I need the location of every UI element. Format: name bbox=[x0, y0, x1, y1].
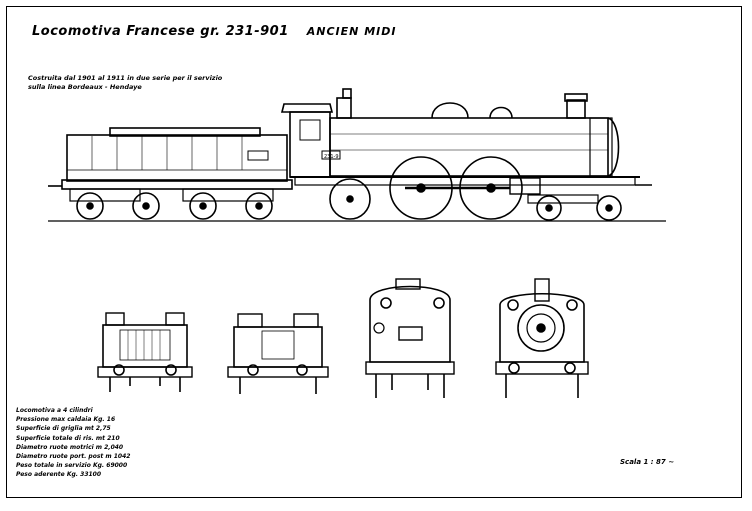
spec-line: Diametro ruote motrici m 2,040 bbox=[16, 443, 124, 451]
history-note: Costruita dal 1901 al 1911 in due serie … bbox=[28, 74, 222, 92]
drawing-sheet bbox=[6, 6, 742, 498]
smokebox-front-view-icon bbox=[495, 278, 589, 398]
tender-front-view-icon bbox=[97, 312, 193, 392]
history-note-line: sulla linea Bordeaux - Hendaye bbox=[28, 83, 142, 91]
title-sub: ANCIEN MIDI bbox=[306, 25, 397, 38]
spec-line: Diametro ruote port. post m 1042 bbox=[16, 453, 131, 461]
drawing-title: Locomotiva Francese gr. 231-901 ANCIEN MI… bbox=[32, 24, 396, 39]
history-note-line: Costruita dal 1901 al 1911 in due serie … bbox=[28, 74, 223, 82]
spec-line: Peso totale in servizio Kg. 69000 bbox=[16, 462, 128, 470]
locomotive-side-drawing-icon: 231-9 bbox=[48, 88, 666, 222]
cab-view-icon bbox=[365, 278, 455, 398]
spec-line: Peso aderente Kg. 33100 bbox=[16, 471, 102, 479]
scale-label: Scala 1 : 87 ~ bbox=[620, 458, 675, 466]
specifications-list: Locomotiva a 4 cilindri Pressione max ca… bbox=[16, 406, 130, 480]
spec-line: Pressione max caldaia Kg. 16 bbox=[16, 416, 116, 424]
spec-line: Locomotiva a 4 cilindri bbox=[16, 407, 93, 414]
number-plate: 231-9 bbox=[324, 154, 339, 160]
tender-rear-view-icon bbox=[227, 313, 329, 394]
title-main: Locomotiva Francese gr. 231-901 bbox=[32, 24, 289, 39]
spec-line: Superficie di griglia mt 2,75 bbox=[16, 425, 111, 433]
spec-line: Superficie totale di ris. mt 210 bbox=[16, 434, 120, 442]
